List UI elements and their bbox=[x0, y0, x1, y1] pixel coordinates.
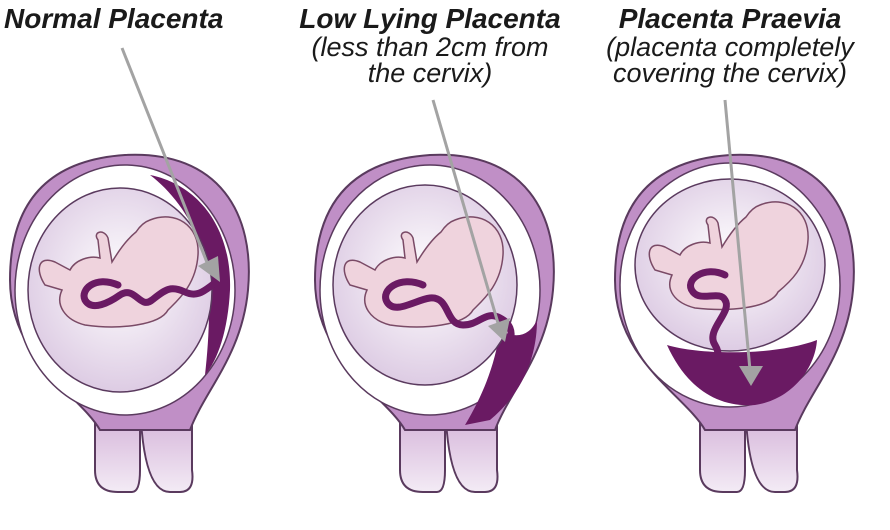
panel-praevia bbox=[613, 99, 855, 493]
placenta bbox=[465, 320, 537, 425]
panel-title: Low Lying Placenta bbox=[299, 3, 561, 34]
umbilical-cord bbox=[80, 278, 219, 310]
panel-subtitle-text: (placenta completely covering the cervix… bbox=[606, 32, 854, 88]
label-praevia: Placenta Praevia (placenta completely co… bbox=[585, 3, 875, 88]
arrow-head bbox=[739, 366, 763, 386]
panel-subtitle-text: (less than 2cm from the cervix) bbox=[311, 32, 549, 88]
panel-title: Placenta Praevia bbox=[618, 3, 842, 34]
umbilical-cord bbox=[687, 268, 730, 376]
umbilical-cord bbox=[382, 278, 515, 344]
arrow-head bbox=[488, 318, 510, 342]
pointer-arrow bbox=[723, 99, 752, 371]
panel-low-lying bbox=[313, 99, 555, 493]
arrow-head bbox=[198, 256, 220, 282]
pointer-arrow bbox=[431, 99, 502, 331]
panel-subtitle: (less than 2cm from the cervix) bbox=[290, 32, 570, 88]
label-normal: Normal Placenta bbox=[4, 4, 244, 34]
panel-subtitle: (placenta completely covering the cervix… bbox=[585, 32, 875, 88]
panel-normal bbox=[8, 47, 250, 493]
placenta bbox=[667, 340, 817, 406]
panel-title: Normal Placenta bbox=[4, 3, 224, 34]
label-low-lying: Low Lying Placenta (less than 2cm from t… bbox=[290, 3, 570, 88]
placenta bbox=[150, 175, 231, 375]
pointer-arrow bbox=[120, 47, 212, 271]
